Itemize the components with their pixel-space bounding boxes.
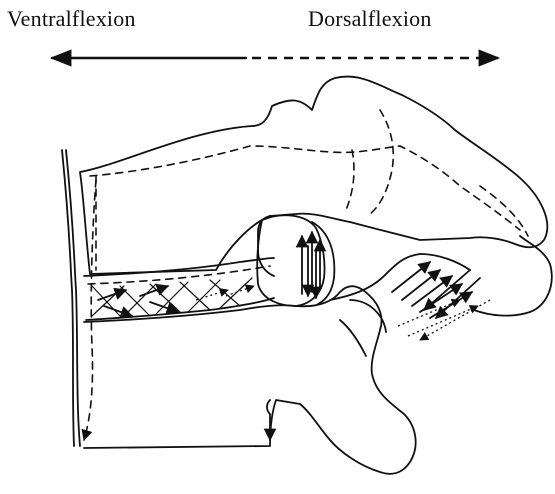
posterior-ligaments bbox=[330, 254, 490, 340]
facet-joint-capsule bbox=[257, 215, 334, 306]
upper-vertebra bbox=[80, 77, 547, 276]
lower-vertebra bbox=[84, 286, 416, 474]
posterior-elements bbox=[474, 186, 552, 316]
anterior-longitudinal-ligament bbox=[62, 150, 96, 446]
intervertebral-disc bbox=[84, 258, 274, 320]
